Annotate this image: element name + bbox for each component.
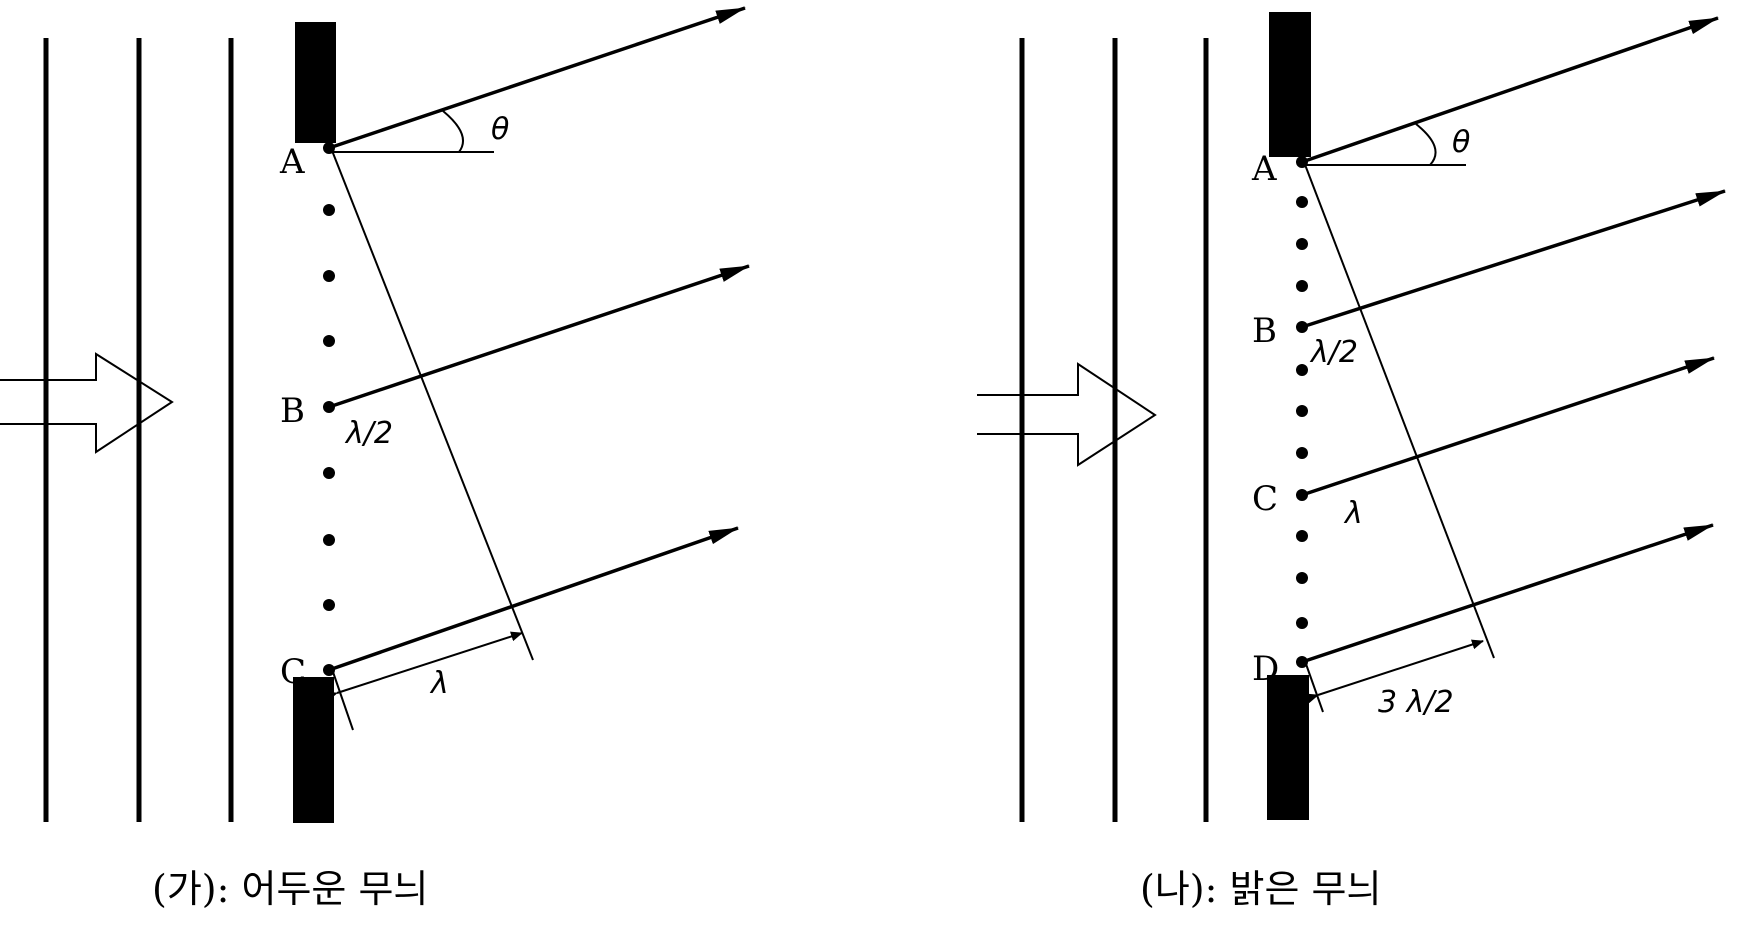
label-B: B xyxy=(280,391,305,431)
dimension-tick xyxy=(332,671,354,731)
slit-barrier-top xyxy=(1269,12,1311,157)
label-A: A xyxy=(1251,149,1277,189)
diffracted-ray xyxy=(328,526,739,672)
source-dot xyxy=(1296,405,1308,417)
theta-label: θ xyxy=(491,112,509,147)
source-dot xyxy=(1296,530,1308,542)
incident-direction-arrow xyxy=(977,362,1157,467)
source-dot xyxy=(323,599,335,611)
path-difference-arrow xyxy=(324,631,523,702)
perpendicular-line xyxy=(1303,161,1495,659)
angle-arc xyxy=(1415,123,1437,166)
slit-barrier-bottom xyxy=(1267,675,1309,820)
path-label-lambda: λ xyxy=(1343,496,1363,531)
dimension-label-lambda: λ xyxy=(429,666,449,701)
path-label-half-lambda: λ/2 xyxy=(344,416,393,451)
caption-dark-fringe: (가): 어두운 무늬 xyxy=(152,867,428,911)
diffracted-ray xyxy=(1301,523,1714,664)
source-dot xyxy=(323,467,335,479)
diffracted-ray xyxy=(1301,356,1715,497)
source-dot xyxy=(323,534,335,546)
source-dot xyxy=(1296,238,1308,250)
label-C: C xyxy=(280,652,306,692)
label-C: C xyxy=(1252,479,1278,519)
source-dot xyxy=(323,335,335,347)
slit-barrier-bottom xyxy=(293,677,334,823)
path-label-half-lambda: λ/2 xyxy=(1309,335,1358,370)
theta-label: θ xyxy=(1452,125,1470,160)
label-D: D xyxy=(1252,649,1279,689)
incident-direction-arrow xyxy=(0,352,174,454)
source-dot xyxy=(1296,447,1308,459)
source-dot xyxy=(323,204,335,216)
path-difference-arrow xyxy=(1305,639,1484,704)
caption-bright-fringe: (나): 밝은 무늬 xyxy=(1140,867,1381,911)
diffracted-ray xyxy=(328,6,746,150)
dimension-label-three-half-lambda: 3 λ/2 xyxy=(1378,685,1454,720)
source-dot xyxy=(1296,364,1308,376)
perpendicular-line xyxy=(330,147,534,661)
diffracted-ray xyxy=(1301,16,1719,164)
diffracted-ray xyxy=(1301,189,1726,329)
label-A: A xyxy=(279,142,305,182)
angle-arc xyxy=(442,110,464,153)
source-dot xyxy=(1296,617,1308,629)
source-dot xyxy=(323,270,335,282)
slit-barrier-top xyxy=(295,22,336,143)
source-dot xyxy=(1296,280,1308,292)
source-dot xyxy=(1296,572,1308,584)
source-dot xyxy=(1296,196,1308,208)
diffracted-ray xyxy=(328,264,750,409)
label-B: B xyxy=(1252,311,1277,351)
panel-na: A B C D θ λ/2 λ 3 λ/2 (나): 밝은 무늬 xyxy=(977,12,1726,911)
panel-ga: A B C θ λ/2 λ (가): 어두운 무늬 xyxy=(0,6,750,911)
